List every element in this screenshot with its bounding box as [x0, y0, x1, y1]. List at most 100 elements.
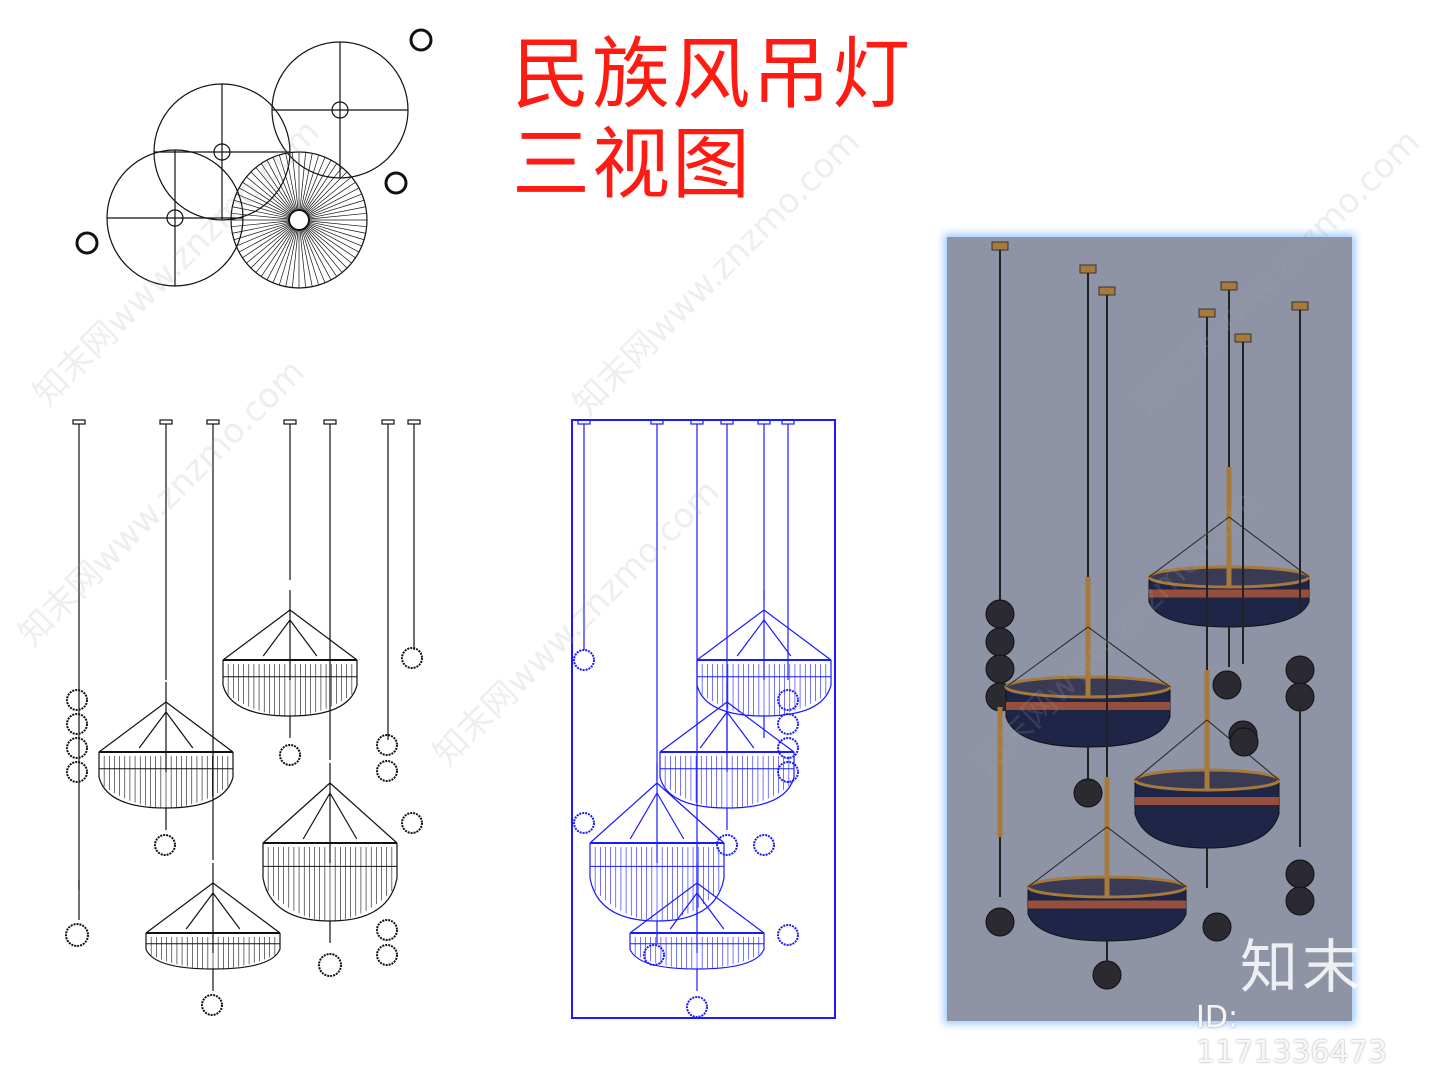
plan-spoke: [307, 225, 356, 259]
basket-wire: [222, 609, 291, 661]
render-canopy: [1234, 333, 1252, 343]
basket-wire: [329, 792, 358, 840]
bead-ball: [376, 734, 398, 756]
plan-spoke: [291, 152, 299, 211]
plan-spoke: [307, 187, 360, 216]
basket-wire: [589, 782, 658, 844]
plan-spoke: [272, 229, 296, 283]
plan-spoke: [250, 171, 293, 214]
plan-spoke: [278, 229, 297, 286]
plan-spoke: [308, 223, 362, 247]
plan-spoke: [242, 225, 291, 259]
render-wire: [1087, 626, 1171, 688]
render-canopy: [1220, 281, 1238, 291]
bead-ball: [66, 713, 88, 735]
plan-spoke: [250, 226, 293, 269]
plan-spoke: [300, 153, 313, 211]
render-ball: [1285, 859, 1315, 889]
plan-spoke: [303, 228, 332, 281]
basket-wire: [763, 619, 792, 657]
bead-ball: [777, 689, 799, 711]
ceiling-canopy: [283, 419, 297, 425]
bead-ball: [686, 996, 708, 1018]
plan-spoke: [238, 224, 291, 253]
front-view-drawing: [65, 419, 423, 1016]
plan-spoke: [231, 220, 290, 228]
plan-spoke: [291, 229, 299, 288]
bead-ball: [401, 812, 423, 834]
bead-ball: [573, 812, 595, 834]
render-canopy: [991, 241, 1009, 251]
basket-wire: [165, 701, 234, 753]
plan-spoke: [303, 159, 332, 212]
basket-wire: [726, 711, 755, 749]
basket-wire: [656, 792, 685, 840]
bead-ball: [573, 649, 595, 671]
bead-ball: [154, 834, 176, 856]
plan-spoke: [302, 157, 326, 211]
bead-ball: [753, 834, 775, 856]
basket-wire: [289, 619, 318, 657]
basket-wire: [145, 882, 214, 934]
render-ball: [1212, 670, 1242, 700]
plan-ball-3: [75, 231, 99, 255]
ceiling-canopy: [381, 419, 395, 425]
plan-ball-2: [384, 171, 408, 195]
bead-ball: [716, 834, 738, 856]
render-wire: [1106, 826, 1187, 888]
render-band: [1135, 797, 1279, 805]
basket-wire: [699, 711, 728, 749]
render-panel: [947, 237, 1352, 1021]
plan-spoke: [305, 167, 343, 213]
basket-wire: [302, 792, 331, 840]
plan-spoke: [308, 199, 365, 218]
plan-spoke: [299, 229, 307, 288]
render-wire: [1027, 826, 1108, 888]
basket-wire: [696, 892, 725, 930]
ceiling-canopy: [323, 419, 337, 425]
plan-spoke: [260, 228, 294, 277]
basket-wire: [185, 892, 214, 930]
plan-spoke: [308, 222, 365, 241]
bead-ball: [66, 761, 88, 783]
plan-spoke: [301, 229, 320, 286]
plan-spoke: [238, 187, 291, 216]
plan-spoke: [255, 227, 293, 273]
bead-ball: [777, 924, 799, 946]
render-canopy: [1079, 264, 1097, 274]
plan-spoke: [232, 221, 290, 234]
render-ball: [985, 599, 1015, 629]
brand-watermark: 知末: [1240, 933, 1365, 1001]
render-canopy: [1098, 286, 1116, 296]
basket-wire: [289, 609, 358, 661]
plan-spoke: [308, 212, 367, 220]
bead-ball: [777, 761, 799, 783]
bead-ball: [376, 944, 398, 966]
plan-spoke: [305, 226, 348, 269]
plan-ball-1: [409, 28, 433, 52]
basket-wire: [629, 792, 658, 840]
render-wire: [1005, 626, 1089, 688]
basket-wire: [329, 782, 398, 844]
bead-ball: [279, 744, 301, 766]
render-ball: [1285, 655, 1315, 685]
plan-spoke: [300, 229, 313, 287]
basket-wire: [696, 882, 765, 934]
plan-spoke: [306, 176, 352, 214]
plan-spoke: [272, 157, 296, 211]
plan-spoke: [246, 226, 292, 264]
plan-spoke: [285, 229, 298, 287]
render-ball: [1229, 727, 1259, 757]
render-canopy: [1198, 308, 1216, 318]
bead-ball: [201, 994, 223, 1016]
render-ball: [1073, 778, 1103, 808]
basket-wire: [98, 701, 167, 753]
basket-wire: [659, 701, 728, 753]
plan-spoke: [301, 154, 320, 211]
bead-ball: [376, 919, 398, 941]
plan-spoke: [304, 228, 338, 277]
plan-spoke: [305, 227, 343, 273]
plan-spoke: [307, 181, 356, 215]
